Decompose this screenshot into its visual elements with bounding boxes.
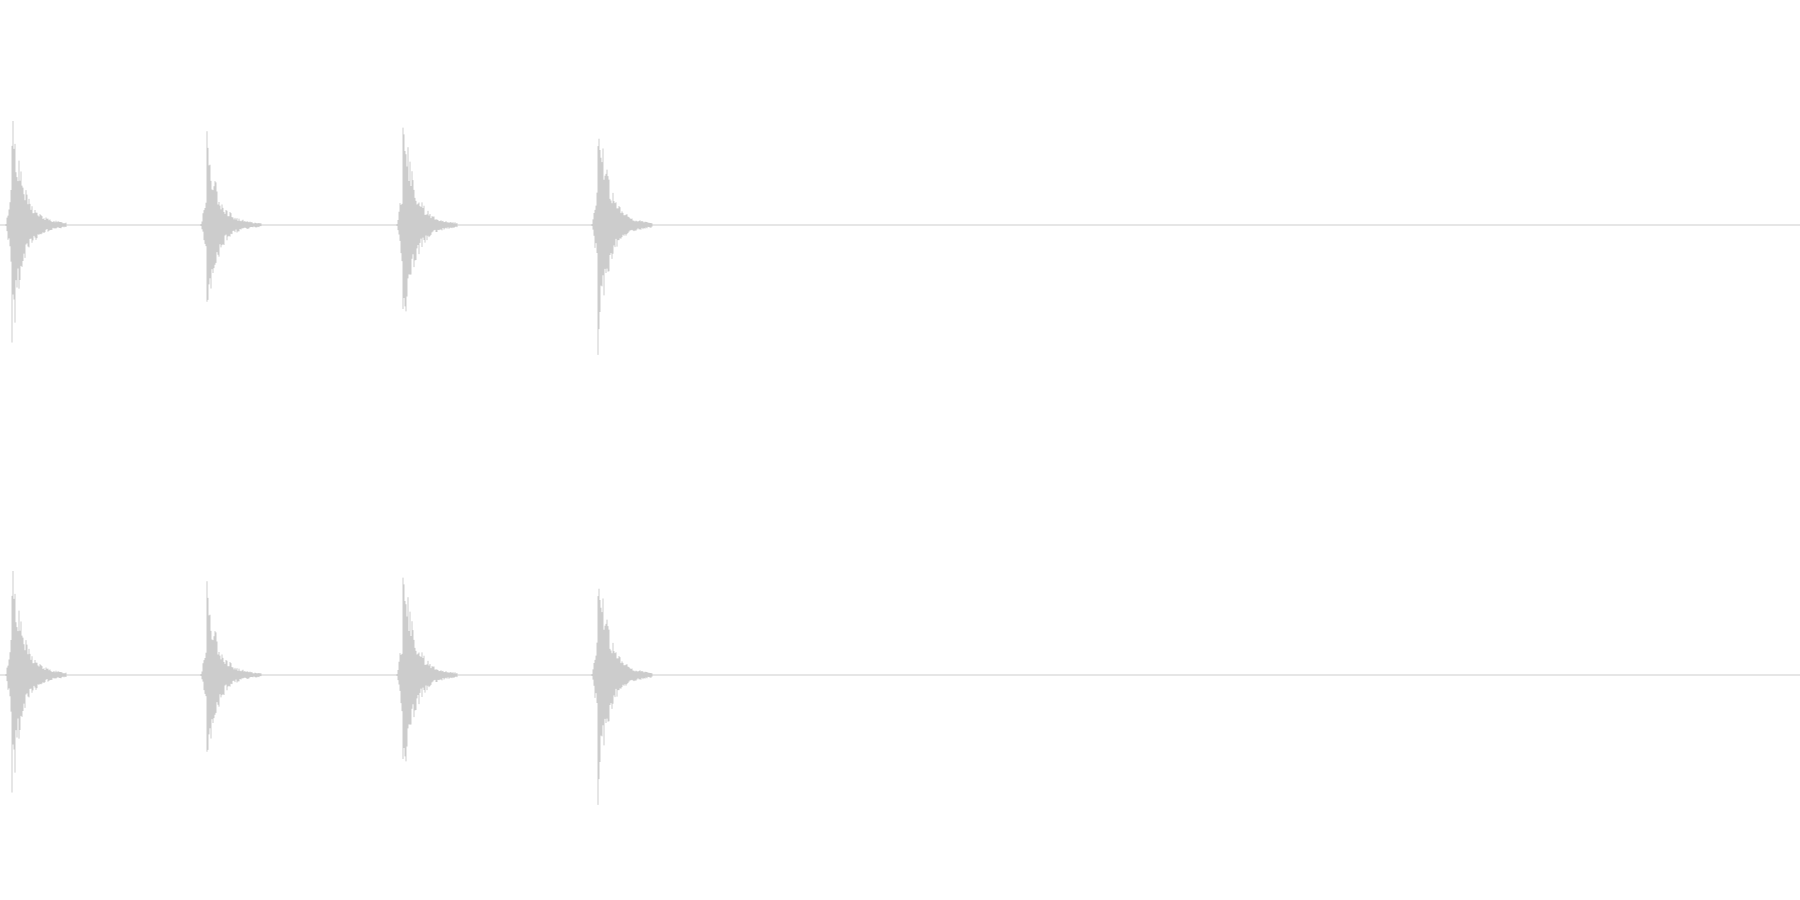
waveform-transient (591, 138, 653, 355)
waveform-transient (200, 581, 262, 752)
waveform-transient (5, 121, 67, 343)
waveform-transient (200, 131, 262, 302)
waveform-right-svg (0, 571, 1800, 805)
waveform-transient (5, 571, 67, 793)
waveform-transient (396, 577, 458, 762)
waveform-transient (396, 127, 458, 312)
waveform-channel-right[interactable] (0, 450, 1800, 900)
waveform-left-svg (0, 121, 1800, 355)
waveform-transient (591, 588, 653, 805)
waveform-channel-left[interactable] (0, 0, 1800, 450)
